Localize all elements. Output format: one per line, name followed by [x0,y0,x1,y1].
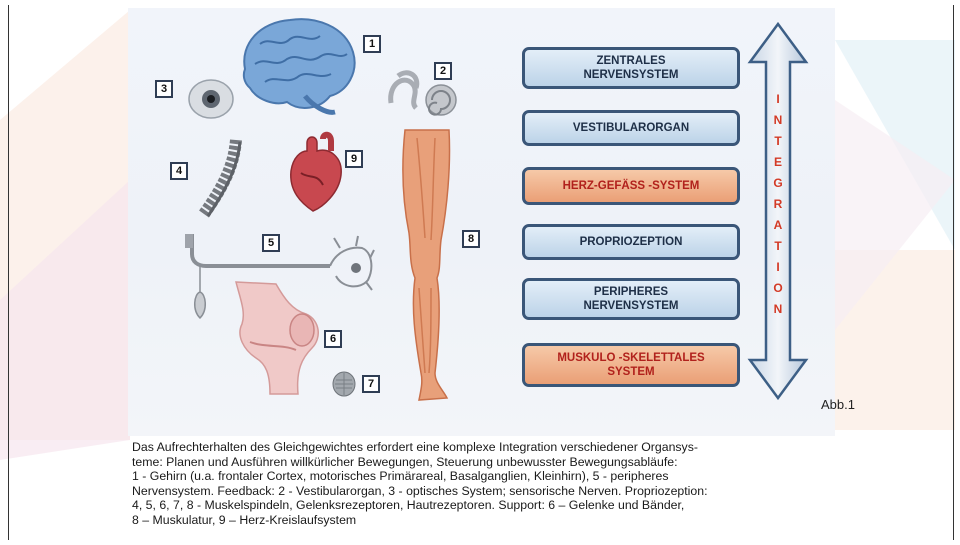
leg-muscle-illustration [397,128,457,403]
figure-label: Abb.1 [821,397,855,412]
integration-letter: G [770,176,786,190]
number-4: 4 [170,162,188,180]
number-8: 8 [462,230,480,248]
caption-line: 8 – Muskulatur, 9 – Herz-Kreislaufsystem [132,513,852,528]
integration-letter: A [770,218,786,232]
knee-joint-illustration [226,278,326,398]
system-box-muskulo-skelettal: MUSKULO -SKELETTALES SYSTEM [522,343,740,387]
caption-line: teme: Planen und Ausführen willkürlicher… [132,455,852,470]
caption-line: 4, 5, 6, 7, 8 - Muskelspindeln, Gelenksr… [132,498,852,513]
caption-line: Nervensystem. Feedback: 2 - Vestibularor… [132,484,852,499]
system-box-zns: ZENTRALES NERVENSYSTEM [522,47,740,89]
integration-letter: I [770,260,786,274]
number-3: 3 [155,80,173,98]
figure-caption: Das Aufrechterhalten des Gleichgewichtes… [132,440,852,528]
number-1: 1 [363,35,381,53]
number-6: 6 [324,330,342,348]
integration-double-arrow [748,22,808,402]
integration-letter: I [770,92,786,106]
number-9: 9 [345,150,363,168]
integration-letter: T [770,239,786,253]
system-box-propriozeption: PROPRIOZEPTION [522,224,740,260]
system-box-herz-gefaess: HERZ-GEFÄSS -SYSTEM [522,167,740,205]
integration-letter: T [770,134,786,148]
integration-letter: N [770,302,786,316]
integration-letter: N [770,113,786,127]
number-7: 7 [362,375,380,393]
eye-illustration [186,78,236,120]
system-box-peripheres-ns: PERIPHERES NERVENSYSTEM [522,278,740,320]
caption-line: 1 - Gehirn (u.a. frontaler Cortex, motor… [132,469,852,484]
integration-letter: R [770,197,786,211]
number-2: 2 [434,62,452,80]
brain-illustration [235,14,360,119]
skin-receptor-illustration [330,370,358,398]
integration-letter: E [770,155,786,169]
integration-letter: O [770,281,786,295]
spine-illustration [196,138,246,218]
caption-line: Das Aufrechterhalten des Gleichgewichtes… [132,440,852,455]
number-5: 5 [262,234,280,252]
system-box-vestibularorgan: VESTIBULARORGAN [522,110,740,146]
heart-illustration [287,133,345,213]
